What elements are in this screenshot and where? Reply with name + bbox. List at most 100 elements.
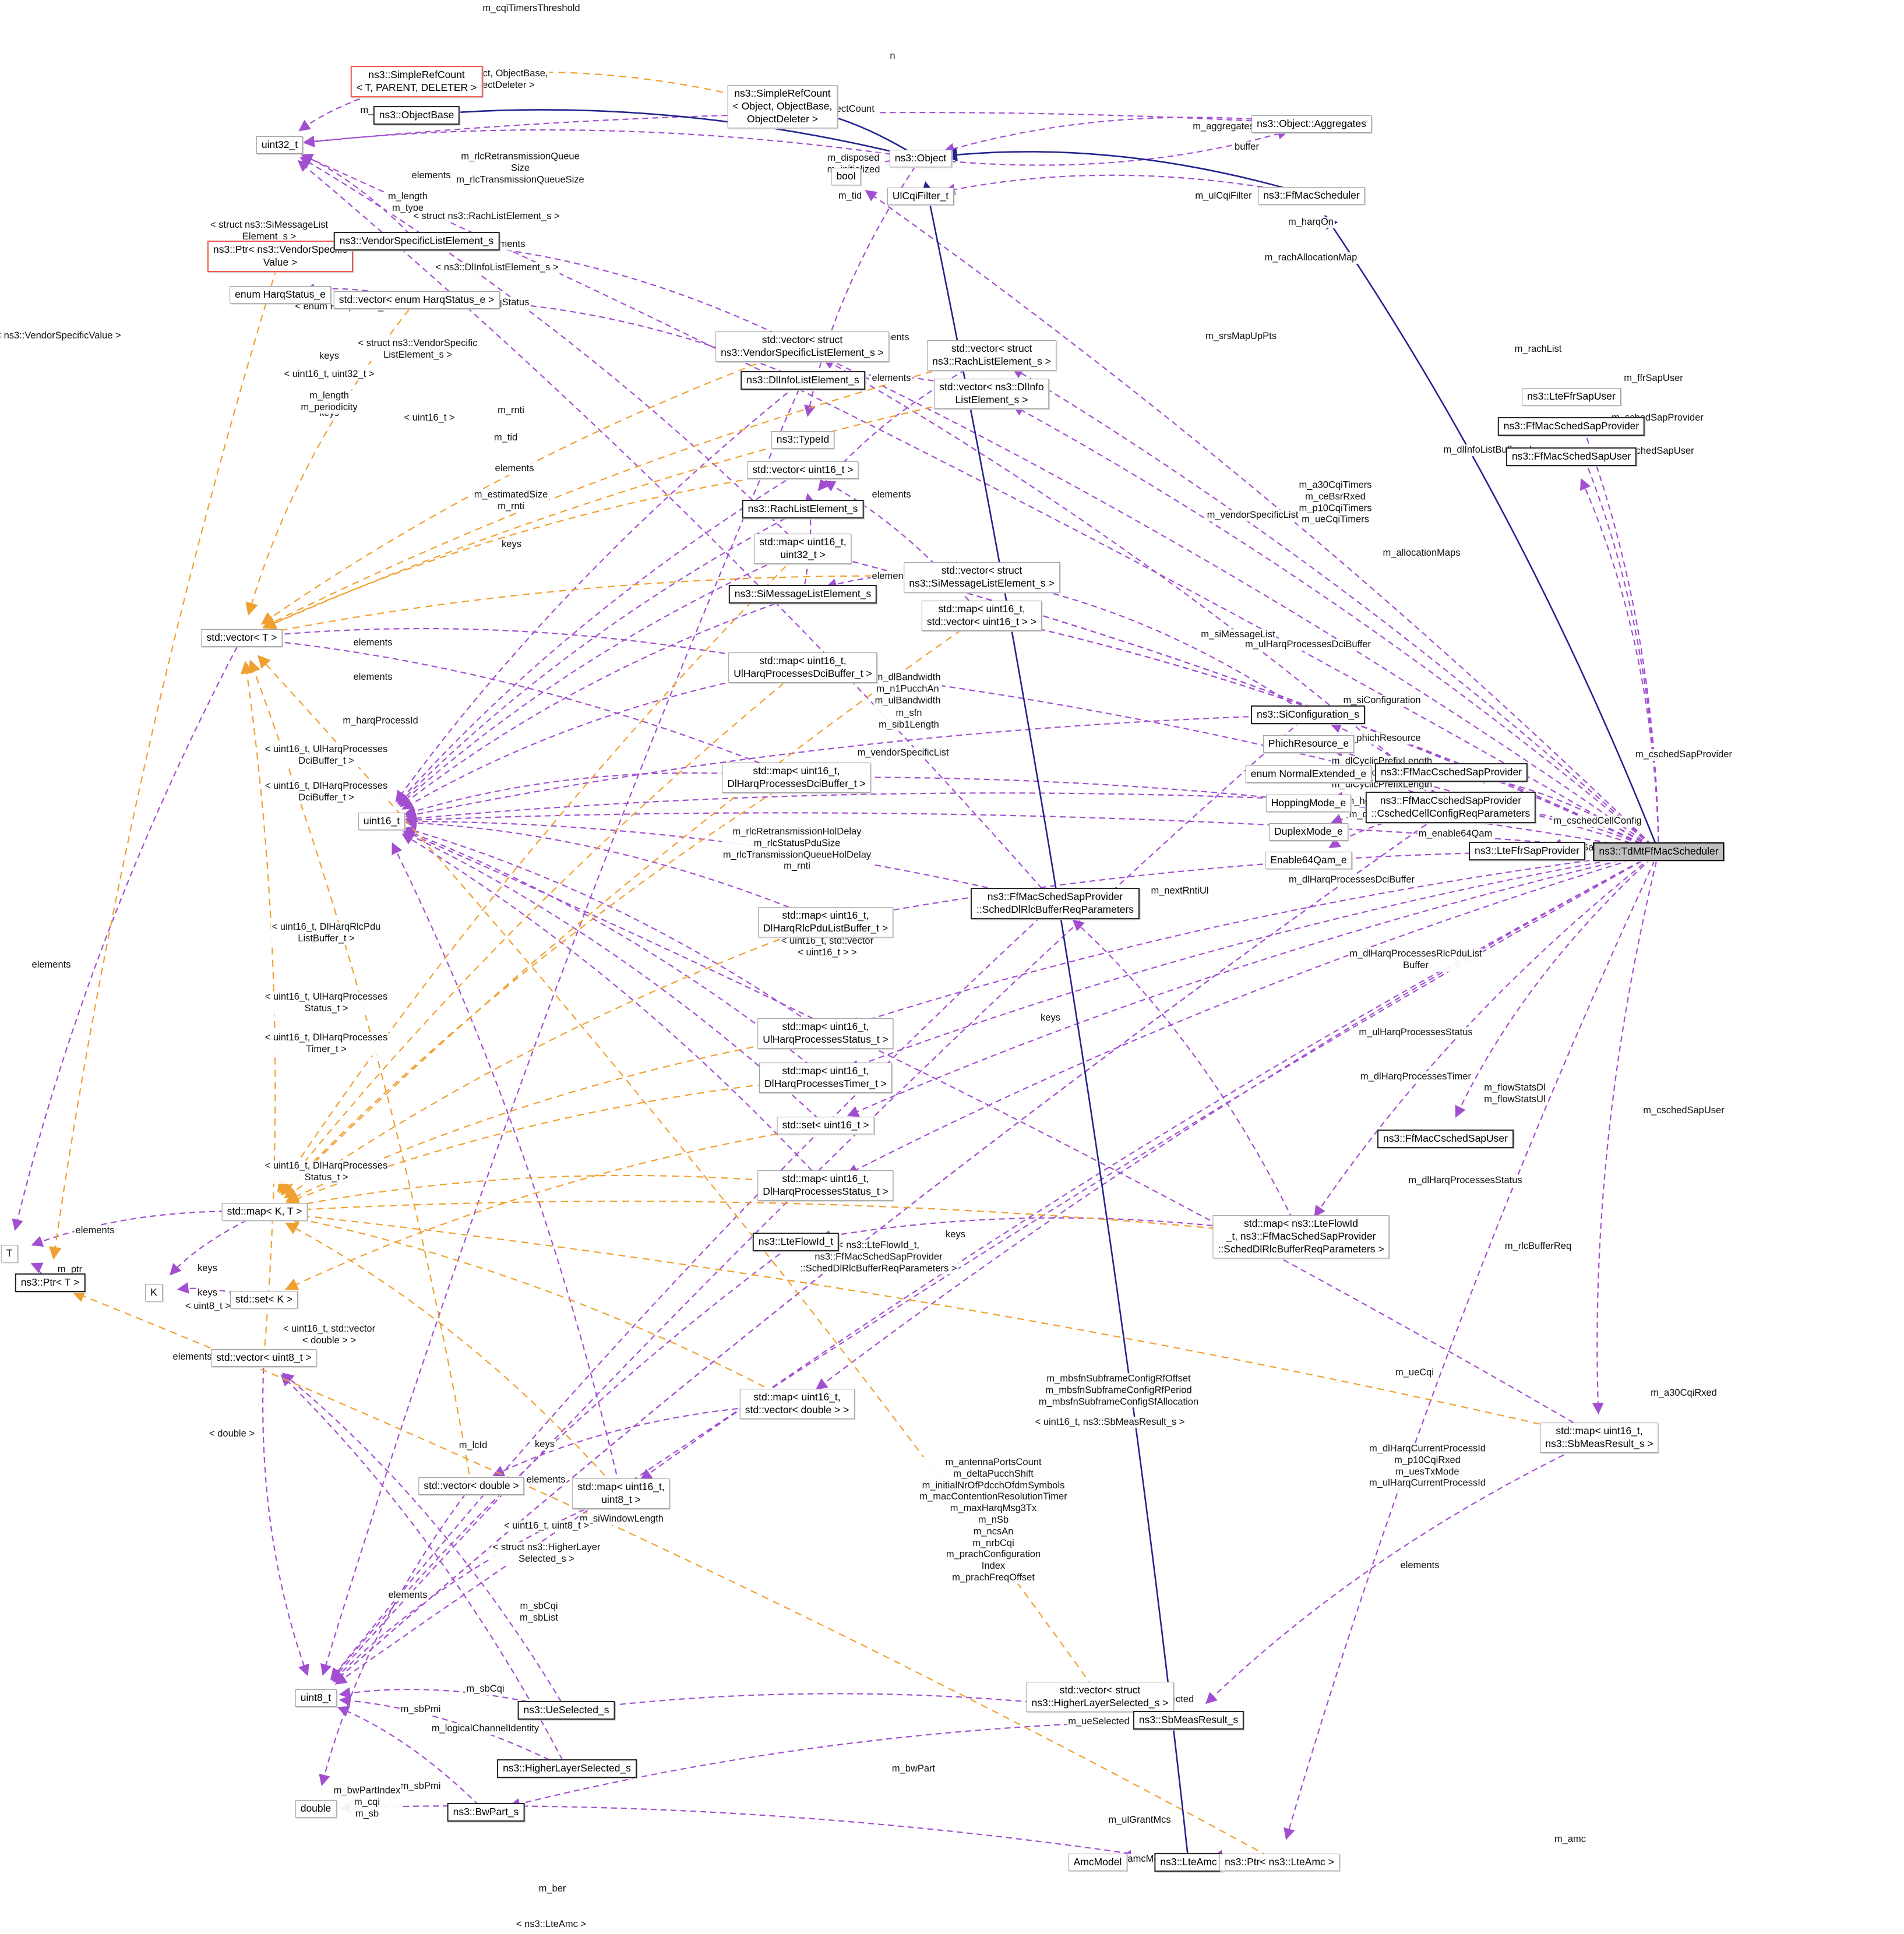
class-node-hopping[interactable]: HoppingMode_e [1265, 795, 1352, 812]
class-node-double[interactable]: double [295, 1800, 337, 1817]
edge-lteamc-object [921, 181, 1190, 1863]
class-node-map_kt[interactable]: std::map< K, T > [221, 1203, 308, 1220]
class-node-map_ulstatus[interactable]: std::map< uint16_t, UlHarqProcessesStatu… [757, 1018, 894, 1049]
edge-siconf-u8 [331, 714, 1309, 1681]
class-node-u8[interactable]: uint8_t [295, 1689, 337, 1707]
class-node-scheduser[interactable]: ns3::FfMacSchedSapUser [1505, 447, 1637, 466]
class-node-ueselected[interactable]: ns3::UeSelected_s [517, 1701, 615, 1720]
edge-object-objbase [439, 105, 921, 160]
edge-map_ulstatus-map_kt [285, 1032, 826, 1202]
class-node-bwpart[interactable]: ns3::BwPart_s [447, 1803, 525, 1822]
edge-main-map_vecdbl [815, 851, 1659, 1390]
edge-map_uldci-map_kt [278, 667, 803, 1194]
edge-main-map_uldci [826, 666, 1659, 853]
class-node-scheddlrlc[interactable]: ns3::FfMacSchedSapProvider ::SchedDlRlcB… [970, 888, 1140, 919]
class-node-simsgle[interactable]: ns3::SiMessageListElement_s [728, 585, 877, 604]
edge-main-map_sbmeas [1592, 851, 1660, 1415]
edge-vec_u8-u8 [262, 1357, 309, 1677]
class-node-src_t[interactable]: ns3::SimpleRefCount < T, PARENT, DELETER… [350, 66, 483, 97]
class-node-aggregates[interactable]: ns3::Object::Aggregates [1251, 115, 1371, 133]
class-node-cschedprov[interactable]: ns3::FfMacCschedSapProvider [1374, 763, 1528, 782]
class-node-ffruser[interactable]: ns3::LteFfrSapUser [1522, 388, 1621, 405]
class-node-amcmodel[interactable]: AmcModel [1068, 1854, 1127, 1871]
class-node-vec_vsle[interactable]: std::vector< struct ns3::VendorSpecificL… [715, 331, 889, 362]
class-node-vec_hls[interactable]: std::vector< struct ns3::HigherLayerSele… [1026, 1682, 1174, 1712]
class-node-sbmeas[interactable]: ns3::SbMeasResult_s [1133, 1711, 1244, 1730]
edge-main-vec_vsle [823, 357, 1659, 852]
class-node-map_u16_u32[interactable]: std::map< uint16_t, uint32_t > [754, 534, 852, 564]
class-node-vsle[interactable]: ns3::VendorSpecificListElement_s [333, 232, 500, 250]
class-node-u16[interactable]: uint16_t [358, 813, 406, 830]
edge-main-ffmacsched [1324, 214, 1660, 852]
class-node-ffrprov[interactable]: ns3::LteFfrSapProvider [1469, 842, 1585, 860]
class-node-main[interactable]: ns3::TdMtFfMacScheduler [1593, 842, 1725, 861]
class-node-vec_simsg[interactable]: std::vector< struct ns3::SiMessageListEl… [904, 562, 1060, 592]
edge-main-u8 [334, 851, 1659, 1685]
class-node-vec_harqstatus[interactable]: std::vector< enum HarqStatus_e > [333, 291, 500, 309]
class-node-k[interactable]: K [145, 1284, 163, 1301]
class-node-map_dlstatus[interactable]: std::map< uint16_t, DlHarqProcessesStatu… [757, 1170, 894, 1201]
class-node-vec_t[interactable]: std::vector< T > [201, 629, 283, 647]
class-node-map_flow[interactable]: std::map< ns3::LteFlowId _t, ns3::FfMacS… [1212, 1215, 1390, 1258]
class-node-vec_rach[interactable]: std::vector< struct ns3::RachListElement… [927, 340, 1056, 370]
class-node-ptr_vsv[interactable]: ns3::Ptr< ns3::VendorSpecific Value > [207, 241, 354, 272]
class-node-set_u16[interactable]: std::set< uint16_t > [777, 1117, 875, 1134]
class-node-ulcqifilter[interactable]: UlCqiFilter_t [887, 188, 954, 205]
edge-aggregates-object [943, 117, 1312, 154]
class-node-object[interactable]: ns3::Object [889, 150, 952, 167]
class-node-harqstatus_e[interactable]: enum HarqStatus_e [230, 286, 331, 303]
class-node-cschedcellconf[interactable]: ns3::FfMacCschedSapProvider ::CschedCell… [1365, 792, 1536, 823]
edge-siconf-vec_simsg [1004, 578, 1309, 715]
edge-ueselected-vec_u8 [281, 1372, 567, 1711]
class-node-siconf[interactable]: ns3::SiConfiguration_s [1250, 705, 1366, 724]
edge-vec_vsle-vec_t [260, 345, 803, 625]
class-node-schedprov[interactable]: ns3::FfMacSchedSapProvider [1497, 417, 1645, 436]
class-node-bool[interactable]: bool [831, 168, 861, 185]
class-node-lteamc[interactable]: ns3::LteAmc [1154, 1853, 1223, 1872]
edge-map_flow-scheddlrlc [1072, 919, 1302, 1237]
edge-map_u16_u8-map_kt [285, 1222, 622, 1494]
edge-vec_t-t [12, 637, 242, 1231]
class-node-uint32[interactable]: uint32_t [256, 136, 304, 154]
class-node-vec_u16[interactable]: std::vector< uint16_t > [747, 461, 859, 479]
edge-map_u16_u8-u8 [332, 1492, 622, 1682]
class-node-map_sbmeas[interactable]: std::map< uint16_t, ns3::SbMeasResult_s … [1540, 1423, 1659, 1453]
edge-cschedcellconf-qam64 [1328, 806, 1451, 848]
class-node-normext[interactable]: enum NormalExtended_e [1245, 765, 1372, 783]
edge-main-uint32 [301, 154, 1659, 852]
class-node-phich[interactable]: PhichResource_e [1263, 735, 1355, 753]
class-node-t[interactable]: T [1, 1245, 18, 1262]
class-node-vec_dbl[interactable]: std::vector< double > [418, 1477, 524, 1495]
class-node-vec_u8[interactable]: std::vector< uint8_t > [211, 1349, 317, 1367]
class-node-cscheduser[interactable]: ns3::FfMacCschedSapUser [1377, 1130, 1514, 1148]
edge-dlinfo-u8 [320, 380, 804, 1676]
class-node-lteflowid[interactable]: ns3::LteFlowId_t [752, 1233, 840, 1251]
class-node-dlinfo[interactable]: ns3::DlInfoListElement_s [741, 371, 865, 390]
class-node-ptr_lteamc[interactable]: ns3::Ptr< ns3::LteAmc > [1219, 1854, 1339, 1871]
class-node-ffmacsched[interactable]: ns3::FfMacScheduler [1258, 187, 1365, 204]
edge-main-ffruser [1578, 418, 1660, 852]
class-node-src_obj[interactable]: ns3::SimpleRefCount < Object, ObjectBase… [727, 85, 838, 128]
class-node-qam64[interactable]: Enable64Qam_e [1265, 852, 1352, 869]
class-node-map_dltimer[interactable]: std::map< uint16_t, DlHarqProcessesTimer… [759, 1063, 892, 1093]
class-node-map_uldci[interactable]: std::map< uint16_t, UlHarqProcessesDciBu… [728, 652, 877, 683]
edge-vec_simsg-vec_t [265, 575, 982, 638]
edge-main-map_flow [1314, 851, 1659, 1217]
edge-main-vec_dlinfo [1012, 405, 1659, 852]
class-node-set_k[interactable]: std::set< K > [230, 1291, 298, 1308]
class-node-duplex[interactable]: DuplexMode_e [1269, 823, 1348, 841]
class-node-map_u16_vecu16[interactable]: std::map< uint16_t, std::vector< uint16_… [921, 601, 1042, 631]
class-node-map_dldci[interactable]: std::map< uint16_t, DlHarqProcessesDciBu… [722, 763, 871, 793]
class-node-hls[interactable]: ns3::HigherLayerSelected_s [497, 1759, 637, 1778]
edge-vec_hls-vec_t [257, 655, 1101, 1697]
class-node-typeid[interactable]: ns3::TypeId [771, 431, 835, 449]
edge-vec_u8-vec_t [240, 661, 276, 1358]
class-node-map_u16_u8[interactable]: std::map< uint16_t, uint8_t > [572, 1478, 670, 1509]
class-node-rachle[interactable]: ns3::RachListElement_s [742, 500, 864, 518]
edge-dlinfo-u16 [395, 380, 803, 803]
class-node-map_dlrlcpdu[interactable]: std::map< uint16_t, DlHarqRlcPduListBuff… [757, 907, 894, 937]
class-node-objbase[interactable]: ns3::ObjectBase [373, 106, 460, 125]
class-node-map_vecdbl[interactable]: std::map< uint16_t, std::vector< double … [739, 1389, 855, 1419]
class-node-vec_dlinfo[interactable]: std::vector< ns3::DlInfo ListElement_s > [934, 379, 1049, 409]
class-node-ptr_t[interactable]: ns3::Ptr< T > [15, 1273, 86, 1292]
